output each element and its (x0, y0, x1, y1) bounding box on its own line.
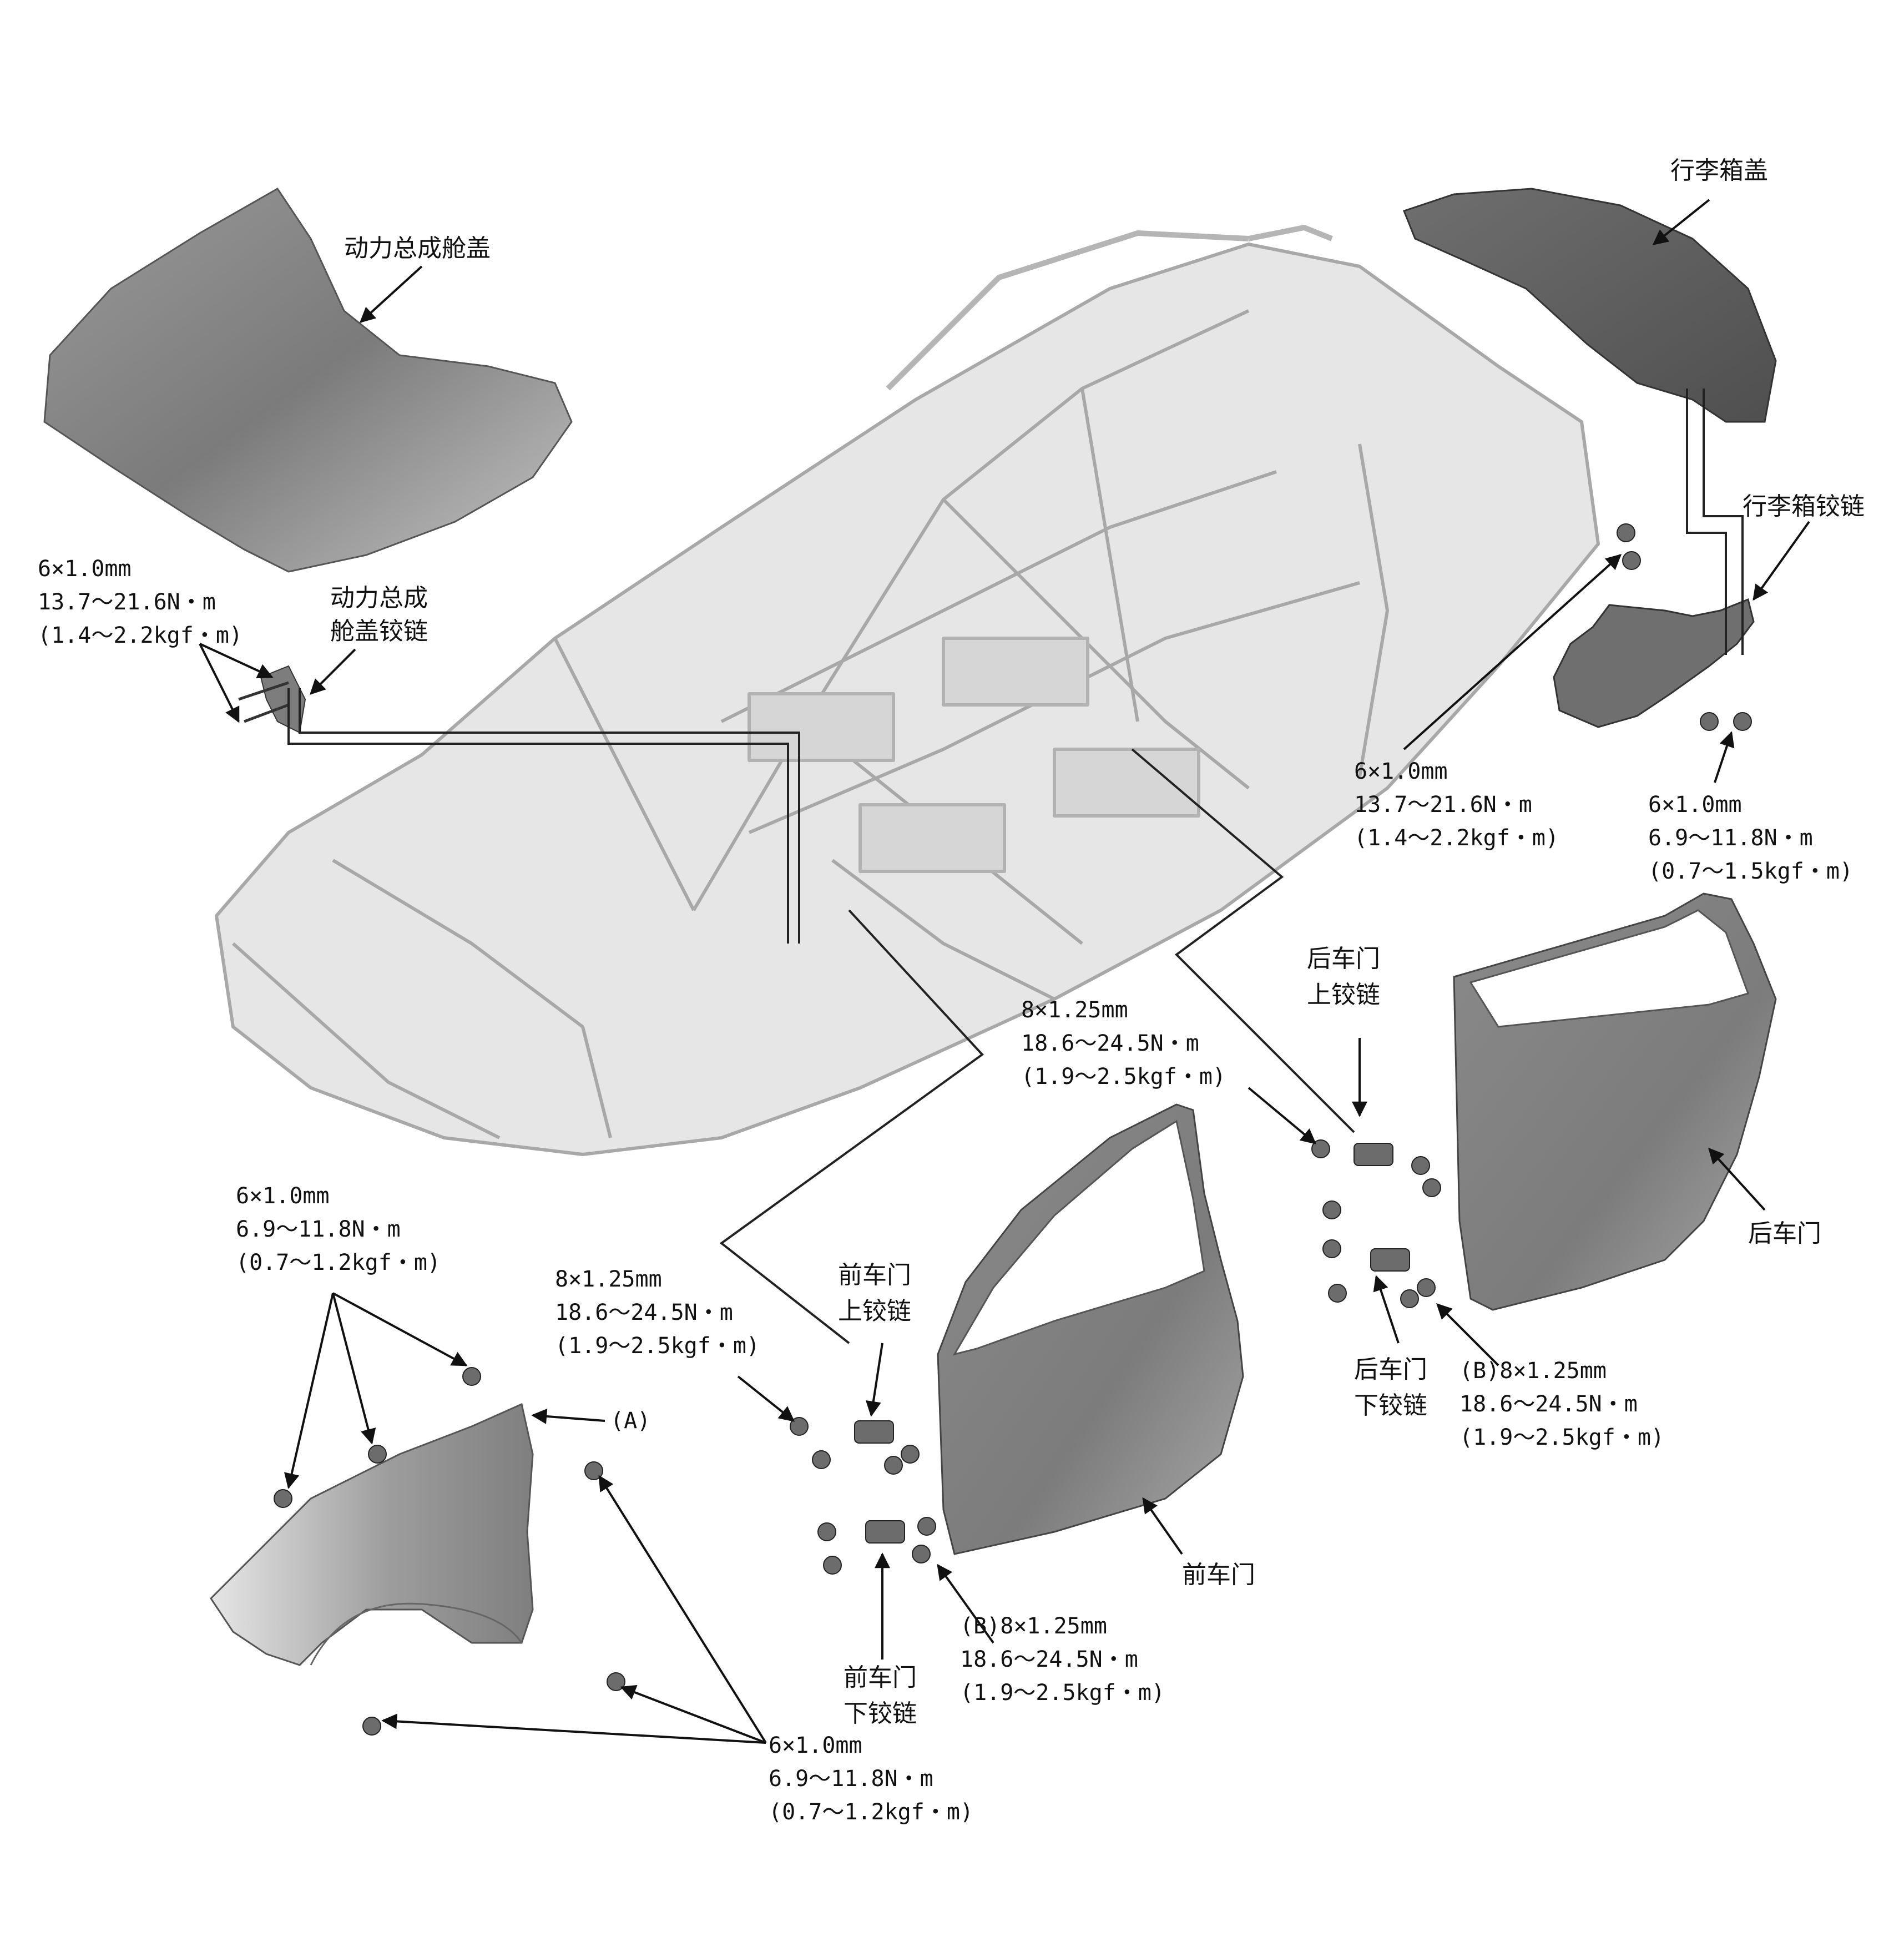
rear-lower-hinge-leader (1373, 1275, 1400, 1344)
hinge-hardware (274, 523, 1752, 1736)
front-lower-hinge-label-line1: 前车门 (844, 1663, 917, 1692)
front-upper-hinge-leader (865, 1343, 883, 1417)
trunk-lid-label: 行李箱盖 (1670, 157, 1768, 185)
fender-wheel-arch (310, 1602, 523, 1666)
front-door-bolt-leader (737, 1375, 795, 1422)
rear-lower-hinge-label-line2: 下铰链 (1354, 1391, 1427, 1420)
front-door-b-bolt-leader (937, 1563, 994, 1644)
rear-door-window (1469, 909, 1749, 1028)
hood-panel (43, 188, 573, 573)
rear-door-bolt-leader (1248, 1087, 1317, 1144)
trunk-lid-leader (1652, 199, 1710, 245)
hood-label: 动力总成舱盖 (344, 234, 491, 263)
front-door-body-bolt-spec: 8×1.25mm 18.6～24.5N・m (1.9～2.5kgf・m) (555, 1267, 760, 1359)
front-upper-hinge-label-line1: 前车门 (838, 1261, 911, 1289)
rear-door-b-bolt-leader (1436, 1303, 1499, 1366)
front-upper-hinge-label-line2: 上铰链 (838, 1297, 911, 1325)
front-fender-panel (210, 1403, 534, 1666)
hood-hinge-label-line2: 舱盖铰链 (330, 617, 428, 645)
fender-lower-bolt-leader-1 (598, 1475, 767, 1744)
trunk-lid-panel (1403, 188, 1777, 423)
body-in-white (215, 225, 1600, 1156)
trunk-hinge-leader (1753, 521, 1810, 601)
fender-lower-bolt-leader-3 (381, 1713, 766, 1744)
fender-lower-bolt-spec: 6×1.0mm 6.9～11.8N・m (0.7～1.2kgf・m) (769, 1733, 973, 1825)
rear-door-label: 后车门 (1748, 1219, 1821, 1248)
rear-upper-hinge-label-line1: 后车门 (1307, 945, 1380, 973)
front-door-b-bolt-spec: (B)8×1.25mm 18.6～24.5N・m (1.9～2.5kgf・m) (960, 1613, 1165, 1706)
trunk-hinge-label: 行李箱铰链 (1743, 492, 1865, 521)
hood-bolt-leader-2 (199, 643, 274, 679)
trunk-hinge-lid-bolt-spec: 6×1.0mm 6.9～11.8N・m (0.7～1.5kgf・m) (1648, 792, 1853, 884)
front-door-window (952, 1119, 1205, 1356)
callout-front-door (719, 909, 984, 1344)
hood-hinge-leader (310, 648, 356, 695)
trunk-hinge-connector (1686, 389, 1744, 655)
hood-hinge-label-line1: 动力总成 (330, 584, 428, 612)
fender-upper-bolt-leader-2 (332, 1293, 376, 1445)
hood-hinge-bolt-spec: 6×1.0mm 13.7～21.6N・m (1.4～2.2kgf・m) (38, 556, 243, 648)
rear-door-body-bolt-spec: 8×1.25mm 18.6～24.5N・m (1.9～2.5kgf・m) (1021, 997, 1226, 1089)
hood-hinge-connector (287, 688, 800, 944)
fender-lower-bolt-leader-2 (620, 1684, 766, 1744)
hood-bolt-leader-1 (199, 643, 240, 723)
fender-ref-a-label: (A) (610, 1408, 651, 1434)
leader-lines (199, 199, 1810, 1744)
fender-upper-bolt-leader-3 (332, 1292, 468, 1366)
front-door-leader (1142, 1497, 1183, 1555)
trunk-lid-bolt-leader (1714, 731, 1735, 783)
trunk-body-bolt-leader (1403, 554, 1622, 750)
rear-lower-hinge-label-line1: 后车门 (1354, 1355, 1427, 1384)
rear-door-leader (1708, 1147, 1766, 1211)
fender-a-leader (531, 1408, 605, 1424)
rear-door-b-bolt-spec: (B)8×1.25mm 18.6～24.5N・m (1.9～2.5kgf・m) (1459, 1358, 1664, 1450)
fender-upper-bolt-leader-1 (284, 1293, 334, 1489)
trunk-hinge-part (1553, 598, 1755, 728)
callout-rear-door (1131, 748, 1355, 1133)
fender-upper-bolt-spec: 6×1.0mm 6.9～11.8N・m (0.7～1.2kgf・m) (236, 1183, 441, 1275)
rear-upper-hinge-label-line2: 上铰链 (1307, 981, 1380, 1009)
trunk-hinge-body-bolt-spec: 6×1.0mm 13.7～21.6N・m (1.4～2.2kgf・m) (1354, 759, 1559, 851)
hood-hinge-part (238, 665, 306, 734)
front-lower-hinge-label-line2: 下铰链 (844, 1699, 917, 1728)
front-door-label: 前车门 (1182, 1561, 1255, 1589)
hood-leader (359, 265, 423, 323)
